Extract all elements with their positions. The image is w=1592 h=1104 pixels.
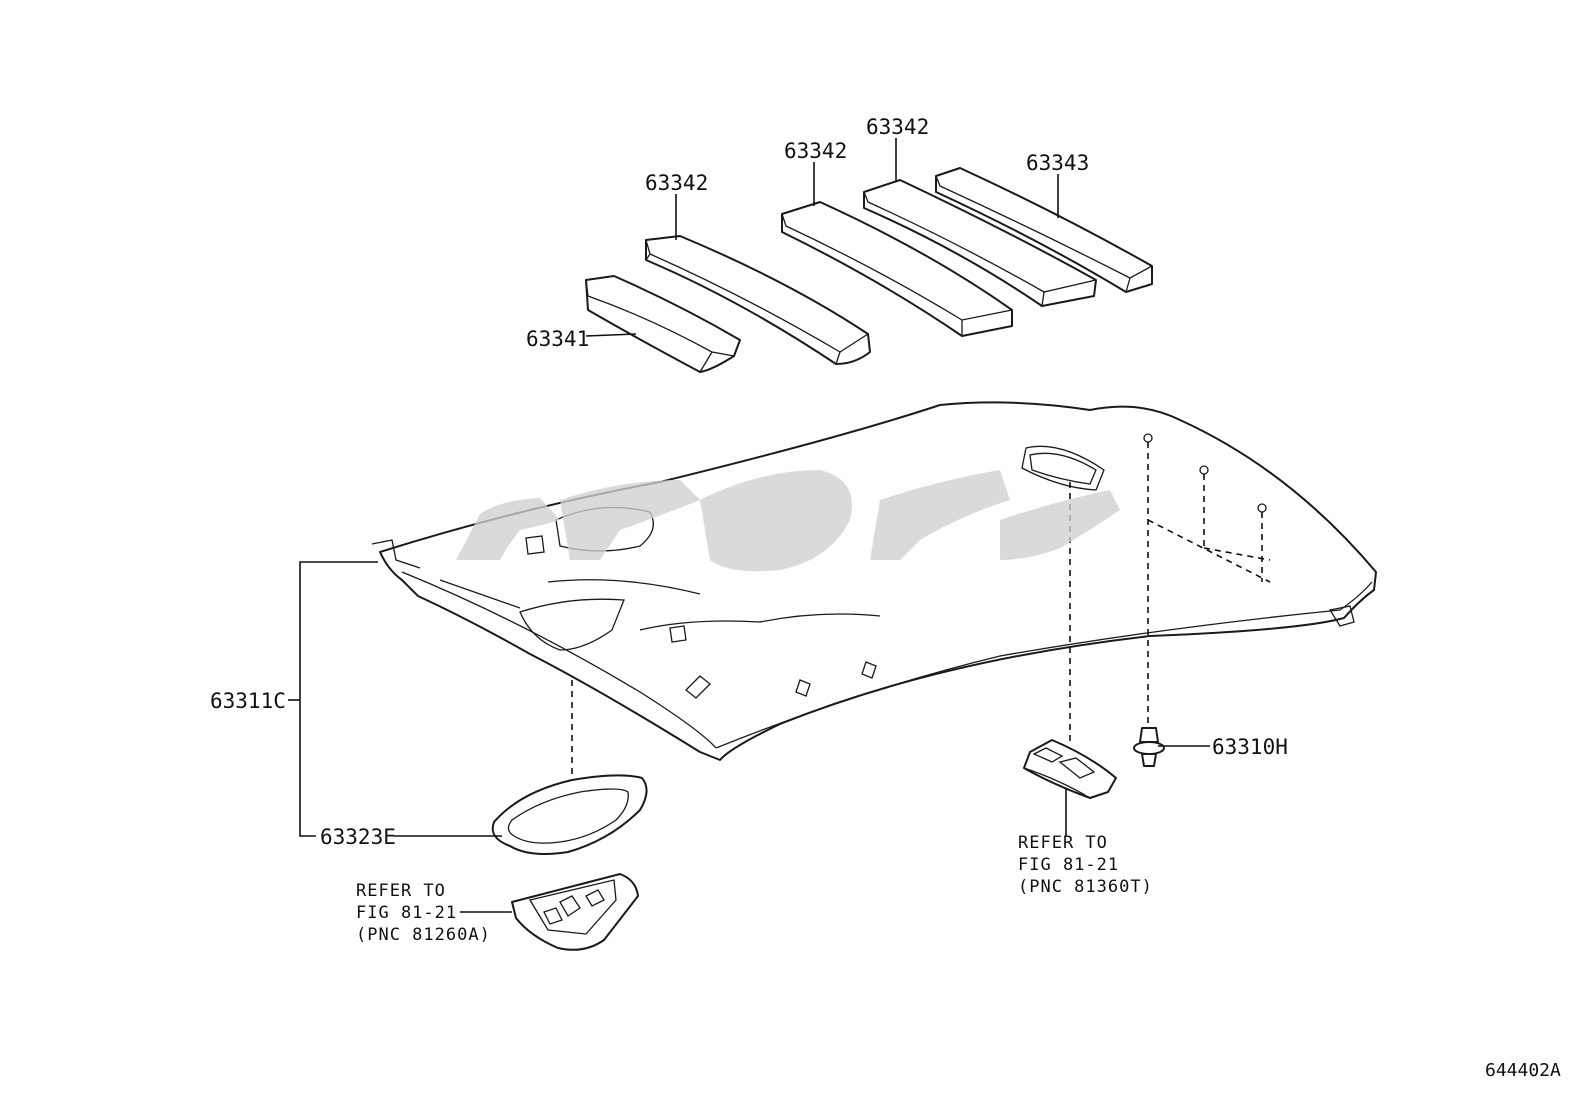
ref-rear-line1: REFER TO (1018, 833, 1108, 853)
pad-63342-a-shape (645, 235, 871, 365)
pad-63342-b-shape (781, 201, 1013, 337)
reference-note-rear-lamp: REFER TO FIG 81-21 (PNC 81360T) (1018, 833, 1153, 897)
pad-63342-c-shape (863, 179, 1097, 307)
ref-rear-line3: (PNC 81360T) (1018, 877, 1153, 897)
label-63342-a: 63342 (645, 171, 708, 195)
ref-front-line2: FIG 81-21 (356, 903, 457, 923)
leader-63341 (585, 333, 637, 337)
headlining-shape (371, 401, 1377, 761)
label-63342-c: 63342 (866, 115, 929, 139)
front-lamp-shape (511, 873, 639, 951)
label-63311C: 63311C (210, 689, 286, 713)
clip-shape (1133, 727, 1165, 767)
console-surround-shape (491, 774, 648, 855)
watermark-logo (456, 470, 1120, 572)
pad-63343-shape (935, 167, 1153, 293)
leader-bracket-63311C (299, 561, 378, 837)
reference-note-front-lamp: REFER TO FIG 81-21 (PNC 81260A) (356, 881, 491, 945)
figure-code: 644402A (1485, 1060, 1561, 1081)
label-63342-b: 63342 (784, 139, 847, 163)
label-63323E: 63323E (320, 825, 396, 849)
ref-front-line3: (PNC 81260A) (356, 925, 491, 945)
label-63343: 63343 (1026, 151, 1089, 175)
ref-front-line1: REFER TO (356, 881, 446, 901)
label-63341: 63341 (526, 327, 589, 351)
rear-lamp-shape (1023, 739, 1117, 799)
label-63310H: 63310H (1212, 735, 1288, 759)
ref-rear-line2: FIG 81-21 (1018, 855, 1119, 875)
